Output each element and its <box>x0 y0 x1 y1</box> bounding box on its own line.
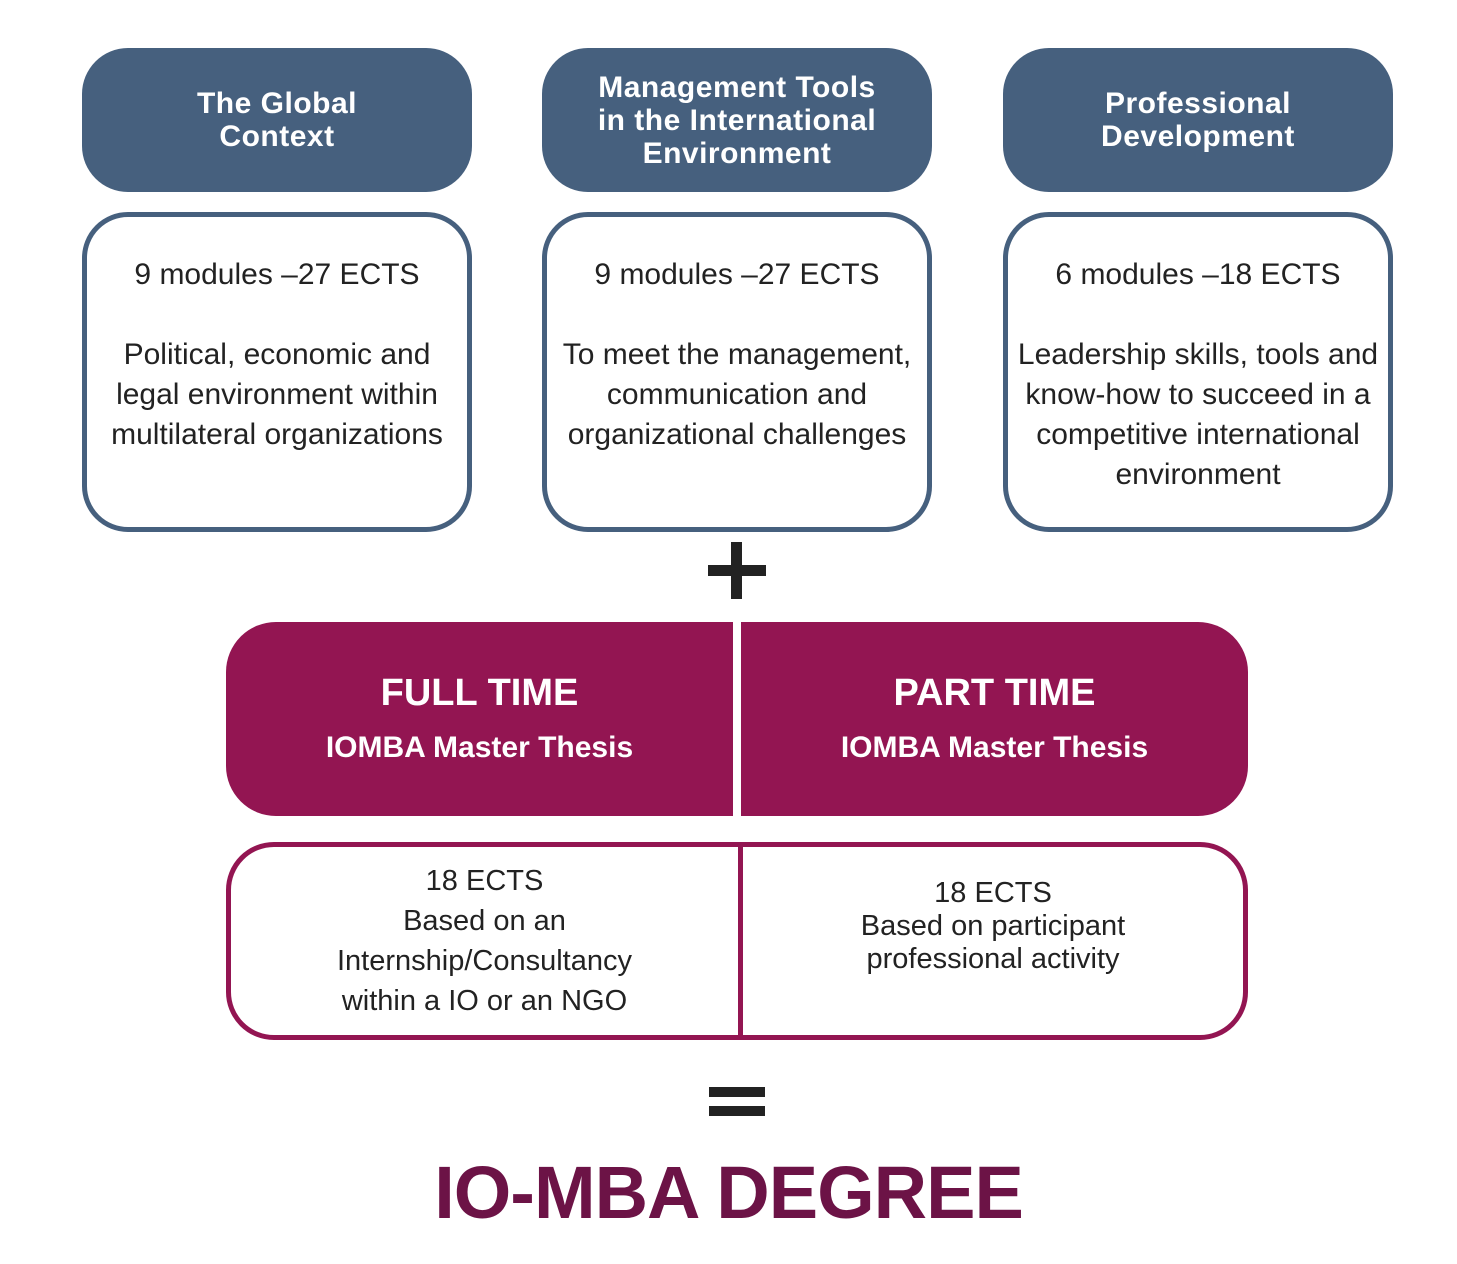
equals-bar-bottom <box>709 1106 765 1116</box>
part-time-title: PART TIME <box>893 672 1096 714</box>
module-count: 6 modules –18 ECTS <box>1055 258 1341 291</box>
degree-title: IO-MBA DEGREE <box>434 1151 1024 1234</box>
thesis-details-box: 18 ECTS Based on an Internship/Consultan… <box>226 842 1248 1040</box>
column-description: To meet the management, communication an… <box>562 338 912 451</box>
details-divider <box>738 847 743 1035</box>
equals-bar-top <box>709 1087 765 1097</box>
column-description: Political, economic and legal environmen… <box>111 338 443 451</box>
module-count: 9 modules –27 ECTS <box>594 258 880 291</box>
module-count: 9 modules –27 ECTS <box>134 258 420 291</box>
column-header-professional-development: Professional Development <box>1003 48 1393 192</box>
part-time-subtitle: IOMBA Master Thesis <box>840 731 1149 764</box>
part-time-header: PART TIME IOMBA Master Thesis <box>741 622 1248 816</box>
full-time-subtitle: IOMBA Master Thesis <box>325 731 634 764</box>
column-header-global-context: The Global Context <box>82 48 472 192</box>
part-time-details: 18 ECTS Based on participant professiona… <box>860 876 1126 975</box>
full-time-details: 18 ECTS Based on an Internship/Consultan… <box>337 865 632 1017</box>
full-time-title: FULL TIME <box>380 672 579 714</box>
column-header-management-tools: Management Tools in the International En… <box>542 48 932 192</box>
full-time-header: FULL TIME IOMBA Master Thesis <box>226 622 733 816</box>
column-description: Leadership skills, tools and know-how to… <box>1017 338 1379 491</box>
column-body-professional-development: 6 modules –18 ECTS Leadership skills, to… <box>1003 212 1393 532</box>
plus-bar-vertical <box>731 542 742 599</box>
column-body-global-context: 9 modules –27 ECTS Political, economic a… <box>82 212 472 532</box>
column-body-management-tools: 9 modules –27 ECTS To meet the managemen… <box>542 212 932 532</box>
